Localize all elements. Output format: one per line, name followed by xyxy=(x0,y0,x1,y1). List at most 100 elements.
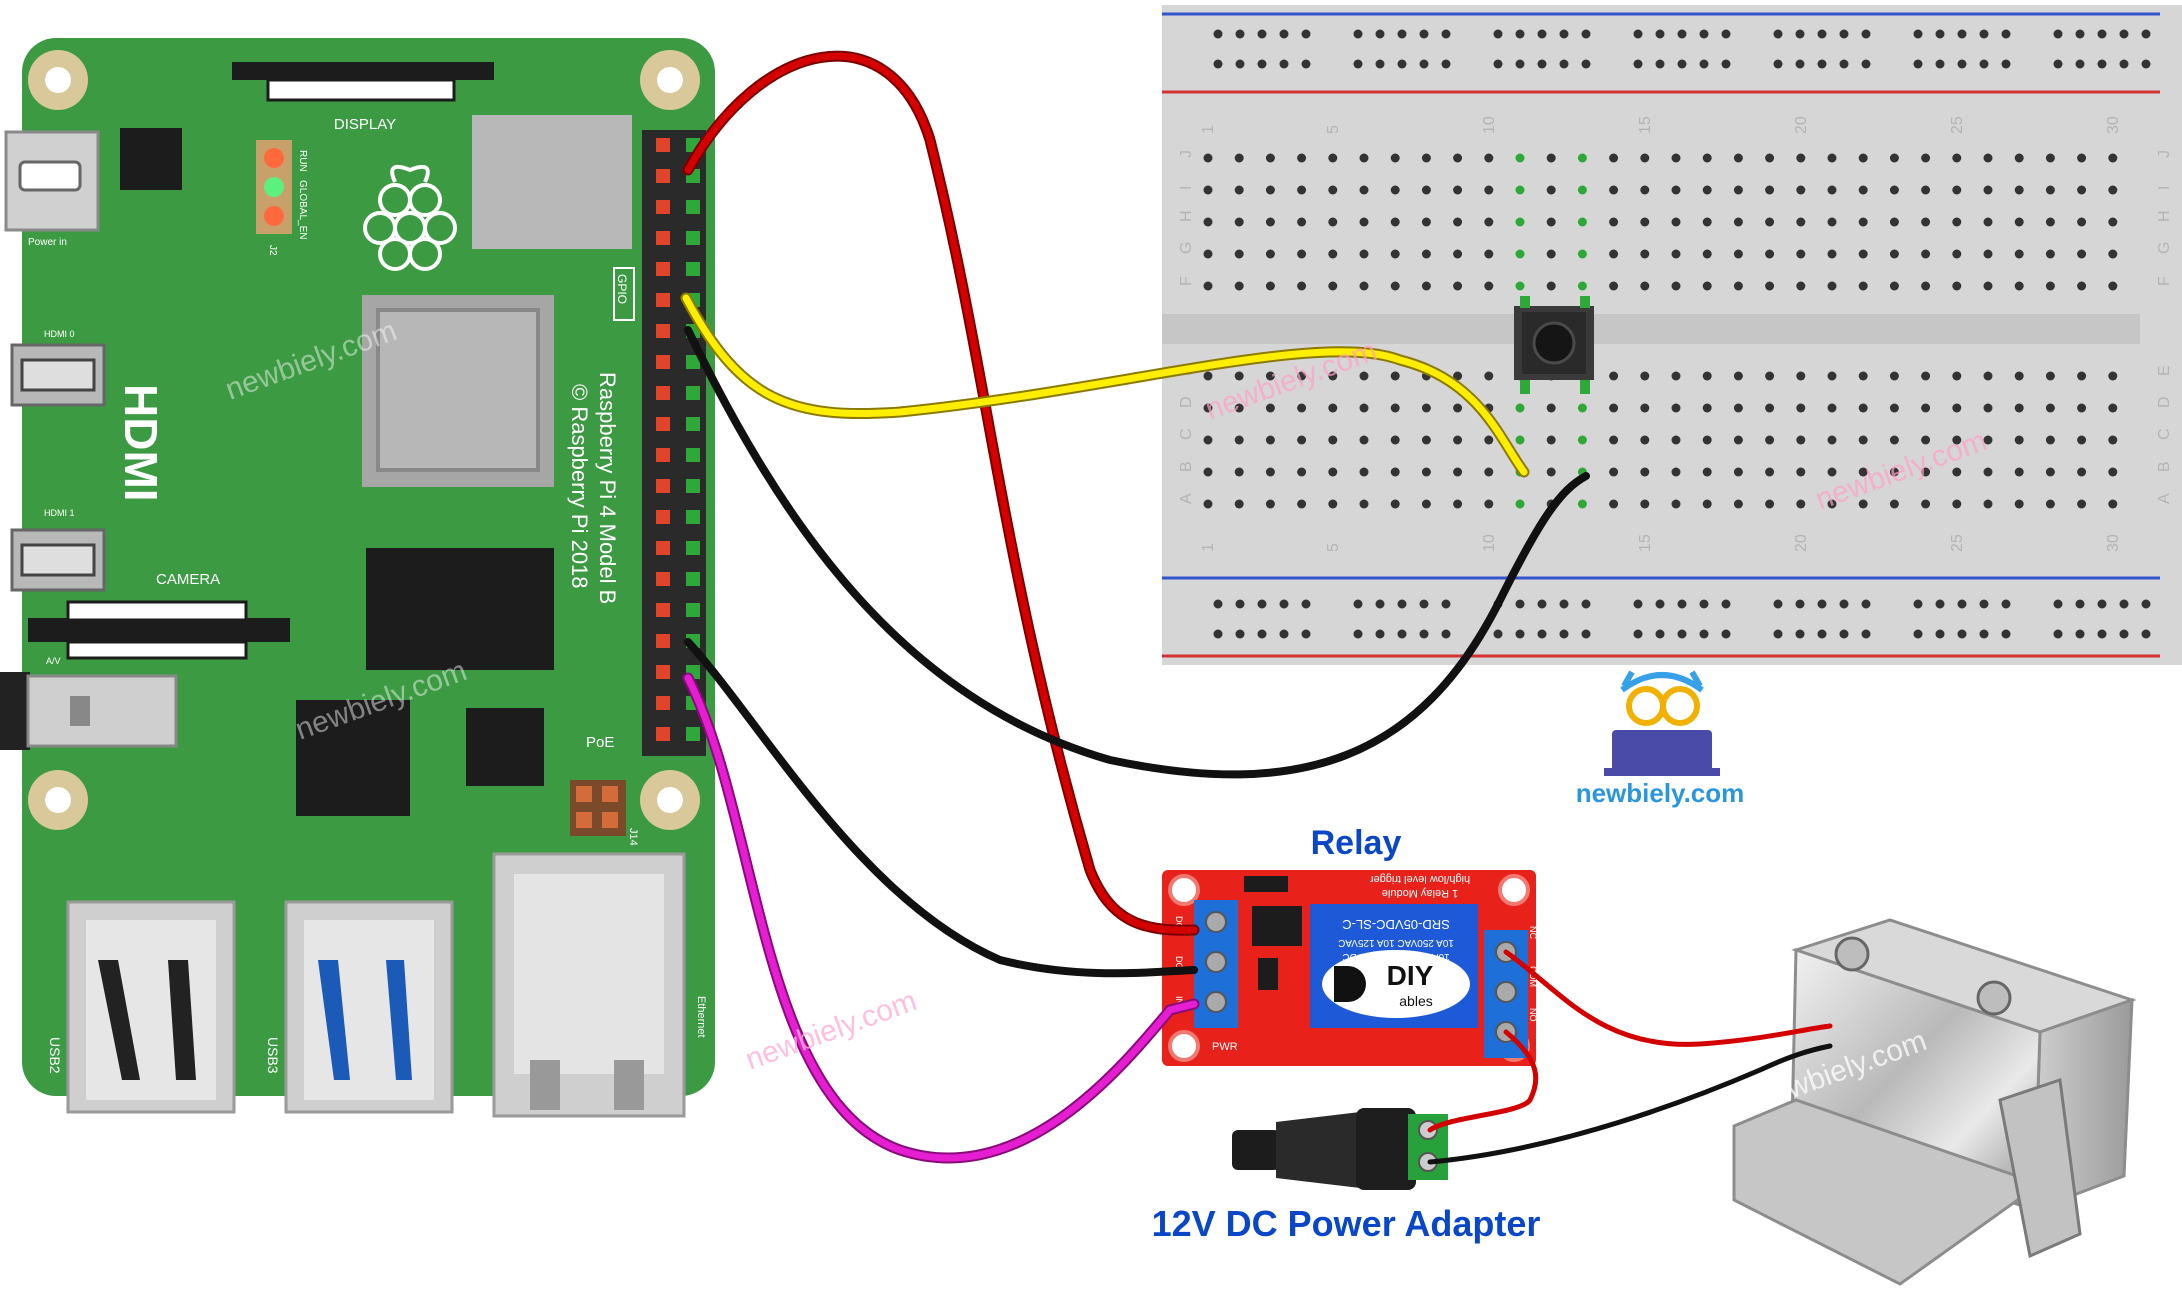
breadboard-hole xyxy=(1297,499,1307,509)
breadboard-hole xyxy=(1359,217,1369,227)
gpio-pin[interactable] xyxy=(656,231,670,245)
breadboard-hole xyxy=(1921,217,1931,227)
breadboard-hole xyxy=(1493,29,1503,39)
breadboard-hole xyxy=(1796,499,1806,509)
breadboard-hole xyxy=(1733,153,1743,163)
breadboard-hole xyxy=(1390,249,1400,259)
gpio-pin[interactable] xyxy=(656,510,670,524)
gpio-pin[interactable] xyxy=(656,541,670,555)
breadboard-hole xyxy=(1537,29,1547,39)
gpio-pin[interactable] xyxy=(656,572,670,586)
breadboard-hole xyxy=(1453,499,1463,509)
relay-spec2: 10A 30VDC 10A 28VDC xyxy=(1342,951,1449,962)
push-button[interactable] xyxy=(1514,296,1594,394)
breadboard-hole xyxy=(1265,403,1275,413)
gpio-pin[interactable] xyxy=(686,603,700,617)
gpio-pin[interactable] xyxy=(686,200,700,214)
breadboard-hole xyxy=(2108,249,2118,259)
solenoid-lock xyxy=(1732,918,2137,1286)
gpio-pin[interactable] xyxy=(656,634,670,648)
breadboard-hole xyxy=(1889,467,1899,477)
breadboard-hole xyxy=(1609,249,1619,259)
breadboard-hole xyxy=(1515,59,1525,69)
breadboard-row-letter: J xyxy=(1178,150,1195,158)
breadboard-hole xyxy=(1484,435,1494,445)
gpio-pin[interactable] xyxy=(686,572,700,586)
breadboard-hole xyxy=(1935,59,1945,69)
breadboard-hole xyxy=(1796,153,1806,163)
breadboard-hole xyxy=(1234,249,1244,259)
breadboard-hole xyxy=(1671,467,1681,477)
gpio-pin[interactable] xyxy=(686,727,700,741)
breadboard-hole xyxy=(1827,403,1837,413)
gpio-pin[interactable] xyxy=(656,138,670,152)
breadboard-hole xyxy=(2045,185,2055,195)
gpio-pin[interactable] xyxy=(656,696,670,710)
gpio-pin[interactable] xyxy=(686,448,700,462)
breadboard-hole xyxy=(1677,629,1687,639)
gpio-pin[interactable] xyxy=(686,417,700,431)
breadboard-hole xyxy=(1453,435,1463,445)
breadboard-hole xyxy=(1328,217,1338,227)
gpio-pin[interactable] xyxy=(686,510,700,524)
breadboard-hole xyxy=(1671,153,1681,163)
breadboard-hole xyxy=(1279,629,1289,639)
breadboard-hole xyxy=(1633,29,1643,39)
breadboard-hole xyxy=(1765,467,1775,477)
breadboard-hole xyxy=(1265,371,1275,381)
breadboard-hole xyxy=(2077,371,2087,381)
breadboard-hole xyxy=(1515,435,1525,445)
gpio-pin[interactable] xyxy=(656,448,670,462)
breadboard-hole xyxy=(1609,499,1619,509)
breadboard-hole xyxy=(1921,281,1931,291)
gpio-pin[interactable] xyxy=(656,355,670,369)
gpio-pin[interactable] xyxy=(686,386,700,400)
breadboard-hole xyxy=(1359,249,1369,259)
breadboard-hole xyxy=(1983,499,1993,509)
breadboard-hole xyxy=(1453,403,1463,413)
breadboard-hole xyxy=(1861,29,1871,39)
breadboard-hole xyxy=(1419,629,1429,639)
gpio-pin[interactable] xyxy=(686,231,700,245)
gpio-pin[interactable] xyxy=(656,665,670,679)
breadboard-hole xyxy=(1952,371,1962,381)
breadboard-hole xyxy=(1699,629,1709,639)
gpio-pin[interactable] xyxy=(656,417,670,431)
usb3-label: USB3 xyxy=(265,1037,281,1074)
breadboard-hole xyxy=(1493,629,1503,639)
gpio-pin[interactable] xyxy=(656,169,670,183)
breadboard-hole xyxy=(1952,185,1962,195)
display-connector xyxy=(232,62,494,80)
gpio-pin[interactable] xyxy=(686,541,700,555)
gpio-pin[interactable] xyxy=(656,727,670,741)
breadboard-hole xyxy=(2014,371,2024,381)
breadboard-hole xyxy=(1515,217,1525,227)
breadboard-hole xyxy=(1203,153,1213,163)
gpio-pin[interactable] xyxy=(656,324,670,338)
gpio-pin[interactable] xyxy=(686,355,700,369)
gpio-pin[interactable] xyxy=(656,479,670,493)
breadboard-hole xyxy=(1546,403,1556,413)
breadboard-hole xyxy=(1581,59,1591,69)
gpio-pin[interactable] xyxy=(656,603,670,617)
raspberry-logo-icon xyxy=(363,165,457,271)
hdmi1-label: HDMI 1 xyxy=(44,508,75,518)
gpio-pin[interactable] xyxy=(656,262,670,276)
gpio-pin[interactable] xyxy=(686,479,700,493)
breadboard-hole xyxy=(1390,499,1400,509)
gpio-pin[interactable] xyxy=(656,200,670,214)
breadboard-hole xyxy=(1609,281,1619,291)
breadboard-hole xyxy=(2045,499,2055,509)
breadboard-hole xyxy=(1213,29,1223,39)
breadboard-column-number: 25 xyxy=(1949,534,1966,552)
usb-controller-chip xyxy=(366,548,554,670)
breadboard-hole xyxy=(1640,403,1650,413)
gpio-pin[interactable] xyxy=(656,293,670,307)
breadboard-hole xyxy=(2001,29,2011,39)
breadboard-hole xyxy=(1983,153,1993,163)
wire-red-adapter xyxy=(1427,1029,1539,1133)
gpio-pin[interactable] xyxy=(656,386,670,400)
gpio-pin[interactable] xyxy=(686,262,700,276)
breadboard-hole xyxy=(1858,371,1868,381)
breadboard-hole xyxy=(1559,59,1569,69)
